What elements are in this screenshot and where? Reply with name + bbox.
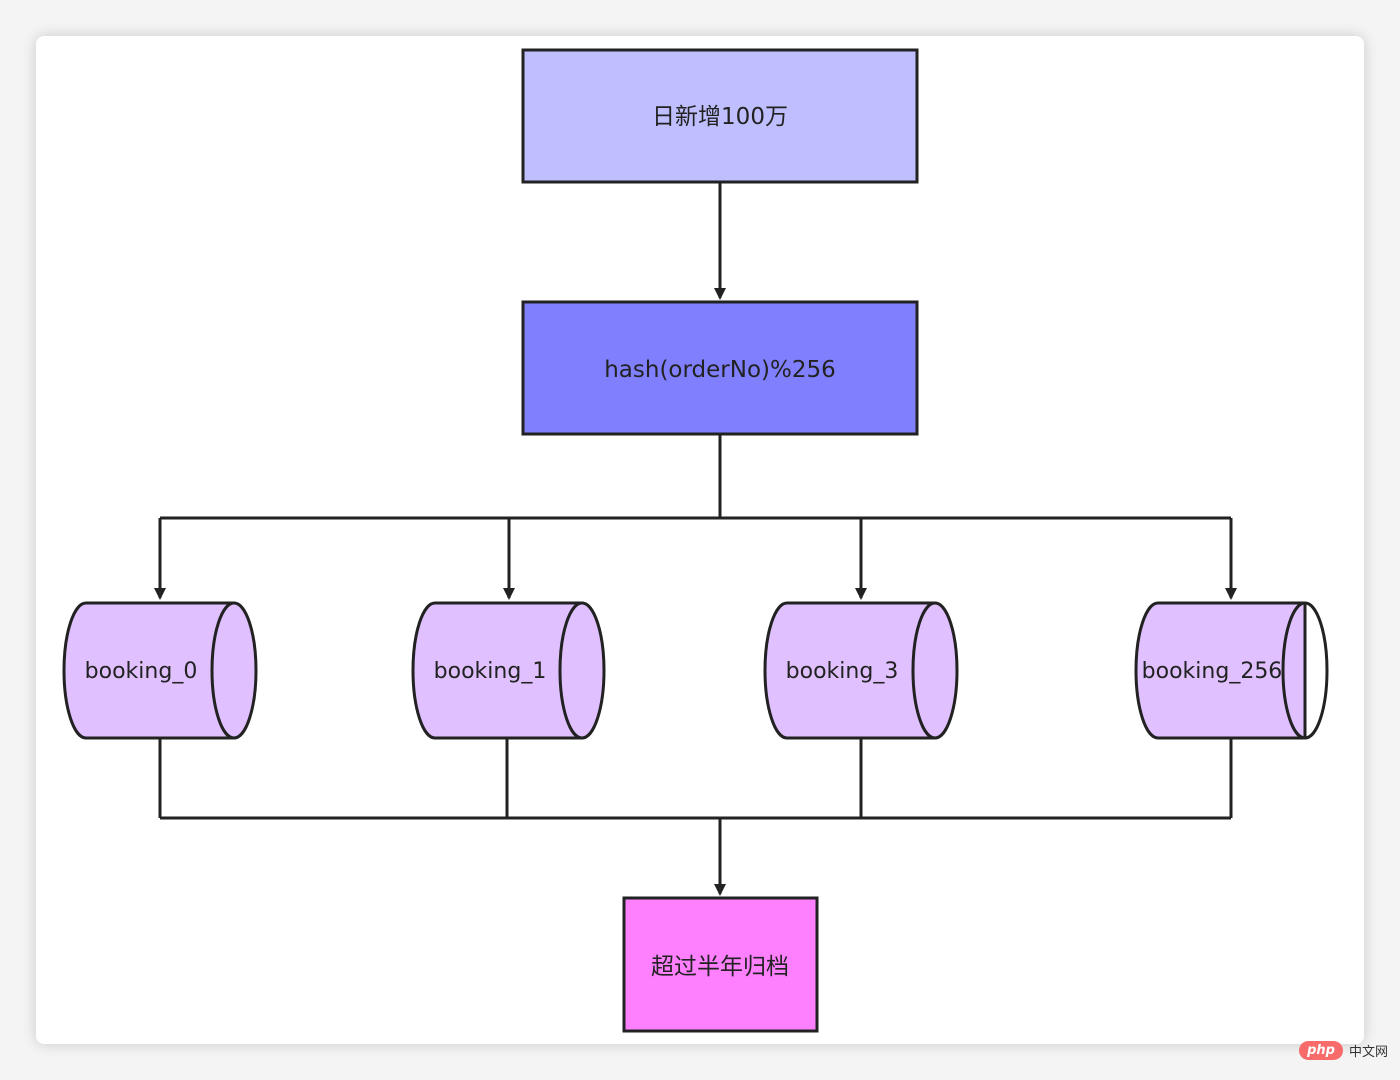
node-archive: 超过半年归档 xyxy=(622,896,819,1033)
database-booking-256-label: booking_256 xyxy=(1142,659,1283,684)
database-booking-0: booking_0 xyxy=(62,601,258,740)
php-logo: php xyxy=(1299,1041,1343,1060)
node-archive-label: 超过半年归档 xyxy=(651,954,789,980)
node-daily-increase-label: 日新增100万 xyxy=(652,104,788,130)
database-booking-0-label: booking_0 xyxy=(85,659,198,684)
database-booking-1: booking_1 xyxy=(411,601,606,740)
database-booking-1-label: booking_1 xyxy=(434,659,547,684)
diagram-canvas xyxy=(36,36,1364,1044)
database-booking-256: booking_256 xyxy=(1134,601,1329,740)
node-hash-label: hash(orderNo)%256 xyxy=(604,357,836,383)
node-daily-increase: 日新增100万 xyxy=(521,48,919,184)
watermark: php 中文网 xyxy=(1299,1041,1388,1060)
database-booking-3: booking_3 xyxy=(763,601,959,740)
node-hash: hash(orderNo)%256 xyxy=(521,300,919,436)
connectors xyxy=(154,182,1237,896)
database-booking-3-label: booking_3 xyxy=(786,659,899,684)
watermark-text: 中文网 xyxy=(1348,1045,1388,1060)
